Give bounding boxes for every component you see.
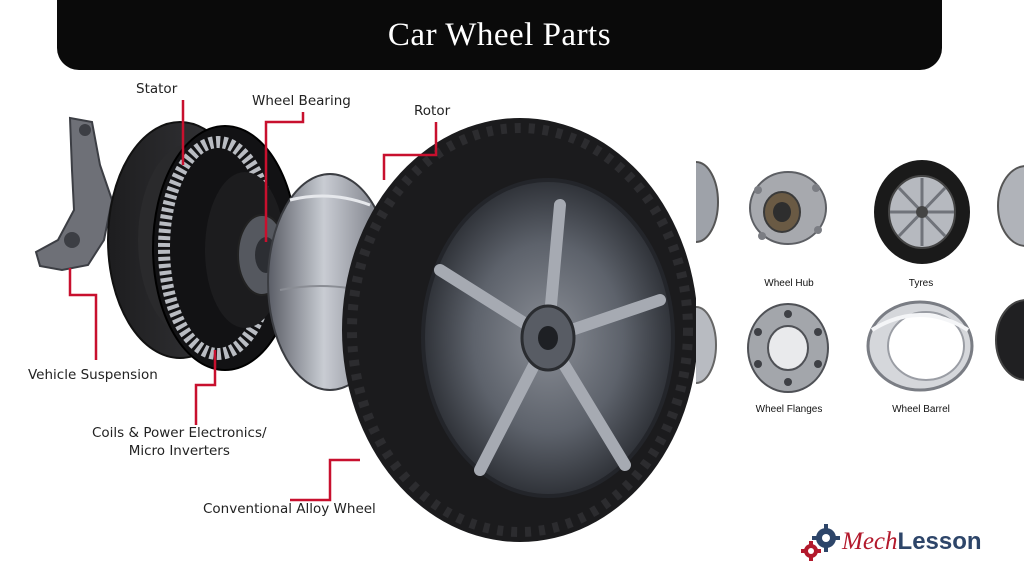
- gear-icon: [801, 524, 840, 561]
- leader-lines: [68, 100, 438, 502]
- alloy-wheel-part: [342, 118, 698, 542]
- parts-gallery: Wheel Hub Tyres Wheel Flanges Wheel Barr…: [673, 150, 1024, 420]
- tyre-icon: [874, 160, 970, 264]
- caption-wheel-hub: Wheel Hub: [764, 278, 814, 289]
- diagram-artwork: [34, 100, 698, 542]
- logo-text-mech: Mech: [842, 528, 898, 555]
- partial-disc-icon: [673, 161, 719, 384]
- label-vehicle-suspension: Vehicle Suspension: [28, 367, 158, 383]
- caption-wheel-flanges: Wheel Flanges: [755, 404, 823, 415]
- exploded-wheel-diagram: Stator Wheel Bearing Rotor Vehicle Suspe…: [0, 70, 700, 576]
- wheel-hub-icon: [749, 171, 827, 245]
- vehicle-suspension-part: [34, 116, 114, 272]
- label-coils-line1: Coils & Power Electronics/: [92, 425, 267, 441]
- label-rotor: Rotor: [414, 103, 451, 119]
- partial-right-icon: [995, 165, 1024, 381]
- logo-text-lesson: Lesson: [897, 528, 982, 555]
- label-coils-power-electronics: Coils & Power Electronics/ Micro Inverte…: [92, 424, 267, 460]
- label-conventional-alloy-wheel: Conventional Alloy Wheel: [203, 501, 376, 517]
- caption-tyres: Tyres: [908, 278, 934, 289]
- title-bar: Car Wheel Parts: [57, 0, 942, 70]
- caption-wheel-barrel: Wheel Barrel: [892, 404, 950, 415]
- label-stator: Stator: [136, 81, 178, 97]
- wheel-flange-icon: [747, 303, 829, 393]
- label-wheel-bearing: Wheel Bearing: [252, 93, 351, 109]
- page-title: Car Wheel Parts: [387, 16, 612, 53]
- label-coils-line2: Micro Inverters: [128, 443, 230, 460]
- wheel-barrel-icon: [866, 300, 974, 392]
